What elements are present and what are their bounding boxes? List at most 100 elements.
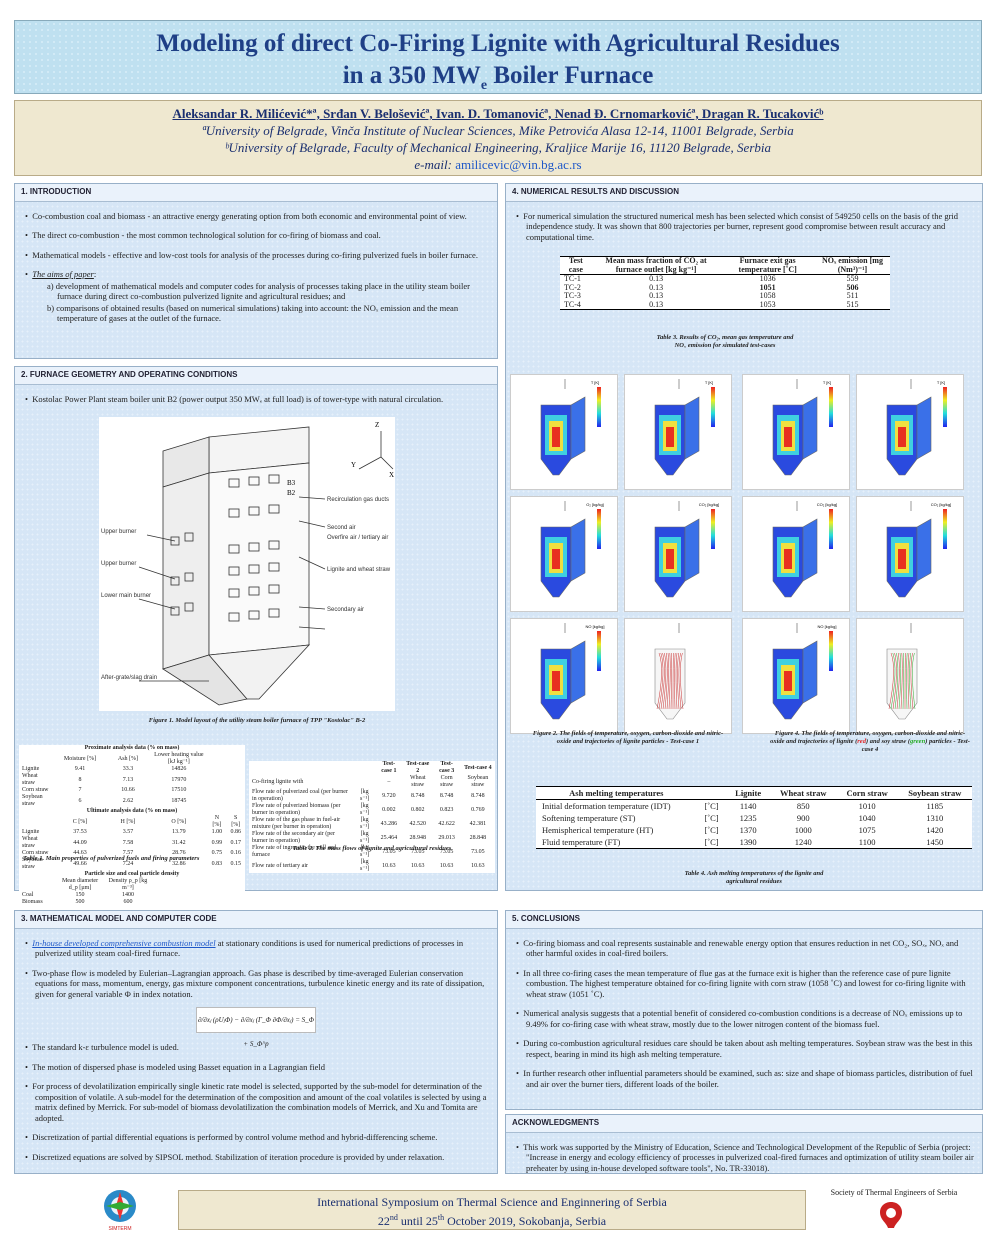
table-cell: 17510 <box>171 787 187 793</box>
in-house-model-link[interactable]: In-house developed comprehensive combust… <box>32 937 216 948</box>
simulation-field-image: CO₂ [kg/kg] <box>624 496 732 612</box>
table-cell: H [%] <box>120 818 136 825</box>
table-cell: [kg s⁻¹] <box>360 859 370 872</box>
table-cell: 0.13 <box>649 274 664 283</box>
svg-text:CO₂ [kg/kg]: CO₂ [kg/kg] <box>817 502 837 507</box>
table-1-grid: Proximate analysis data (% on mass)Moist… <box>19 745 245 906</box>
bullet: • During co-combustion agricultural resi… <box>516 1038 973 1059</box>
table-cell: Furnace exit gas temperature [˚C] <box>738 256 797 274</box>
axis-z-label: Z <box>375 421 379 429</box>
table-cell: 33.3 <box>122 766 134 772</box>
simulation-field-image <box>856 618 964 734</box>
table-cell: [˚C] <box>704 813 719 823</box>
simulation-field-image: T [K] <box>624 374 732 490</box>
simulation-field-image: O₂ [kg/kg] <box>510 496 618 612</box>
table-cell: Flow rate of pulverized coal (per burner… <box>252 789 348 802</box>
table-cell: – <box>387 778 391 785</box>
bullet: • In all three co-firing cases the mean … <box>516 967 966 999</box>
table-cell: 49.66 <box>73 860 87 867</box>
table-cell: 29.013 <box>438 834 455 841</box>
table-cell: 0.75 <box>211 850 223 856</box>
table-cell: Softening temperature (ST) <box>542 813 636 823</box>
figure-1-furnace-layout: Z Y X B3 B2 Recirculation gas ducts Seco… <box>99 417 395 711</box>
table-row: Flow rate of ingress in the mill and fur… <box>249 845 495 859</box>
table-3-caption: Table 3. Results of CO₂, mean gas temper… <box>656 334 794 349</box>
bullet: • Discretization of partial differential… <box>25 1132 438 1142</box>
table-cell: Ash melting temperatures <box>569 788 664 798</box>
table-cell: 28.848 <box>469 834 487 841</box>
section-acknowledgments: ACKNOWLEDGMENTS • This work was supporte… <box>505 1114 983 1174</box>
table-cell: Mean diameter d_p [µm] <box>61 878 99 891</box>
table-cell: 1140 <box>739 801 757 811</box>
table-cell: 1058 <box>759 291 776 300</box>
table-cell: Test case <box>568 256 583 274</box>
table-cell: Flow rate of tertiary air <box>252 862 308 869</box>
table-cell: Test-case 3 <box>439 761 455 774</box>
table-cell: 8.748 <box>439 792 454 799</box>
simulation-field-image: CO₂ [kg/kg] <box>856 496 964 612</box>
axis-x-label: X <box>389 471 394 479</box>
simulation-field-image: T [K] <box>742 374 850 490</box>
table-cell: 25.464 <box>380 834 398 841</box>
table-cell: Soybean straw <box>908 788 962 798</box>
table-cell: 43.286 <box>380 820 398 827</box>
annotation: Second air <box>327 525 356 531</box>
annotation: Upper burner <box>101 561 136 567</box>
title-line-2: in a 350 MWe Boiler Furnace <box>342 62 654 93</box>
table-cell: 1450 <box>926 837 944 847</box>
table-cell: 1185 <box>926 801 944 811</box>
table-row: Flow rate of the secondary air (per burn… <box>249 831 495 845</box>
table-cell: 0.16 <box>230 850 241 856</box>
section-conclusions: 5. CONCLUSIONS • Co-firing biomass and c… <box>505 910 983 1110</box>
authors-block: Aleksandar R. Milićević*ª, Srđan V. Belo… <box>14 100 982 176</box>
table-cell <box>697 787 727 800</box>
email-link[interactable]: amilicevic@vin.bg.ac.rs <box>455 157 582 172</box>
table-cell <box>19 815 54 829</box>
bullet: • For process of devolatilization empiri… <box>25 1081 487 1123</box>
annotation: Lignite and wheat straw <box>327 567 391 573</box>
svg-text:NO [kg/kg]: NO [kg/kg] <box>586 624 605 629</box>
table-1: Proximate analysis data (% on mass)Moist… <box>19 745 245 906</box>
svg-text:CO₂ [kg/kg]: CO₂ [kg/kg] <box>931 502 951 507</box>
table-cell: 1075 <box>858 825 876 835</box>
table-section-heading: Particle size and coal particle density <box>84 871 180 877</box>
table-cell: 506 <box>846 282 859 292</box>
section-heading: ACKNOWLEDGMENTS <box>506 1115 982 1133</box>
table-cell: 2.62 <box>122 797 134 804</box>
label-b2: B2 <box>287 489 296 497</box>
table-cell: 7 <box>78 787 82 793</box>
table-cell: 7.13 <box>122 776 134 783</box>
table-cell: 150 <box>75 892 85 898</box>
table-cell: Wheat straw <box>22 836 38 849</box>
table-cell: 6 <box>78 797 82 804</box>
title-line-1: Modeling of direct Co-Firing Lignite wit… <box>156 30 840 57</box>
table-cell: O [%] <box>171 818 187 825</box>
table-cell: 500 <box>75 899 85 905</box>
table-cell: 18745 <box>171 797 187 804</box>
bullet: • This work was supported by the Ministr… <box>516 1141 974 1173</box>
table-cell: 1040 <box>858 813 876 823</box>
table-2-caption: Table 2. The mass flows of lignite and a… <box>292 845 452 852</box>
simterm-logo: SIMTERM <box>96 1186 144 1234</box>
section-mathematical-model: 3. MATHEMATICAL MODEL AND COMPUTER CODE … <box>14 910 498 1174</box>
section-heading: 3. MATHEMATICAL MODEL AND COMPUTER CODE <box>15 911 497 929</box>
table-cell: 1235 <box>739 813 757 823</box>
simulation-field-image: T [K] <box>510 374 618 490</box>
sub-bullet: a) development of mathematical models an… <box>47 280 470 302</box>
table-cell: 1000 <box>794 825 812 835</box>
bullet: • Two-phase flow is modeled by Eulerian–… <box>25 967 485 999</box>
table-cell: 10.66 <box>121 787 135 793</box>
society-logo-icon <box>880 1202 902 1228</box>
author-list: Aleksandar R. Milićević*ª, Srđan V. Belo… <box>172 106 824 121</box>
table-cell: 8.748 <box>471 792 485 799</box>
